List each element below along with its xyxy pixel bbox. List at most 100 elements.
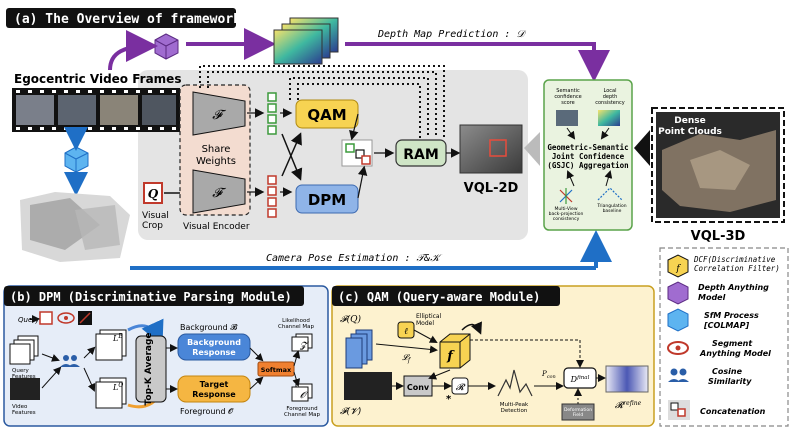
overview-title: (a) The Overview of framework	[14, 12, 241, 27]
ram-label: RAM	[403, 147, 439, 163]
feedback-dotted-lines	[199, 65, 445, 138]
foreground-label: Foreground 𝓞	[180, 407, 234, 416]
background-label: Background 𝓑	[180, 323, 238, 332]
f-label: f	[446, 349, 455, 364]
purple-arrow-in	[108, 30, 158, 71]
vql3d-label: VQL-3D	[691, 229, 746, 244]
vql2d-image	[459, 124, 523, 174]
qf-to-cos	[41, 353, 60, 362]
sparse-point-cloud	[20, 192, 130, 262]
softmax-box	[257, 361, 295, 377]
multipeak-plot	[497, 369, 533, 397]
star-symbol: *	[446, 394, 452, 405]
purple-cube-icon	[154, 33, 179, 60]
legend-label-sfm: SfM Process[COLMAP]	[703, 311, 759, 330]
o-label: 𝓞	[300, 391, 308, 401]
qam-to-concat	[349, 113, 359, 141]
lo-map	[95, 377, 127, 409]
fq-stack	[345, 329, 373, 369]
triangulation-icon	[597, 187, 623, 201]
legend-item-concat: Concatenation	[668, 400, 766, 420]
vql2d-to-gsjc-arrow	[524, 132, 540, 166]
r-label: 𝓡	[456, 383, 466, 393]
dpm-box	[295, 184, 359, 214]
multiview-icon	[559, 188, 573, 204]
blue-cube-icon	[64, 146, 89, 173]
fv-label: 𝓕(𝓥)	[340, 406, 362, 417]
query-features-stack	[9, 335, 39, 365]
gsjc-to-vql3d-arrow	[634, 130, 650, 166]
visual-crop-box	[143, 182, 163, 204]
concat-icon	[341, 139, 373, 167]
encoder-top-trapezoid	[192, 91, 246, 136]
topk-box	[135, 335, 167, 403]
conv-label: Conv	[407, 383, 430, 392]
sem-arrow	[566, 127, 576, 140]
dense-cloud-detail	[690, 150, 750, 190]
mv-arrow	[566, 170, 575, 187]
lb-label: LB	[112, 333, 123, 343]
cos-to-lb	[83, 346, 96, 359]
vql3d-box	[651, 107, 785, 223]
legend-label-concat: Concatenation	[700, 407, 766, 416]
dpm-query-label: Query	[18, 316, 40, 324]
softmax-to-z	[292, 350, 301, 367]
topk-label: Top-K Average	[144, 332, 154, 405]
dpm-title: (b) DPM (Discriminative Parsing Module)	[10, 290, 292, 304]
f-to-dfinal-dashed	[470, 339, 584, 368]
pcon-label: Pcon	[541, 370, 556, 380]
egocentric-label: Egocentric Video Frames	[14, 72, 181, 86]
f-update-arrow	[461, 321, 482, 335]
sam-mask-line	[79, 312, 91, 324]
refine-map	[605, 365, 649, 393]
rrefine-label: 𝓡refine	[615, 400, 642, 411]
feature-column-red	[267, 175, 277, 218]
bg-to-softmax	[249, 347, 264, 362]
vql2d-bbox	[489, 139, 507, 157]
video-frames-strip	[12, 88, 180, 132]
f-to-conv	[428, 369, 451, 380]
dpm-to-concat	[357, 165, 368, 199]
qam-title: (c) QAM (Query-aware Module)	[338, 290, 540, 304]
video-features-grid	[10, 378, 40, 400]
lf-label: 𝓛f	[402, 353, 412, 364]
legend-box	[659, 247, 789, 427]
ell-to-f	[413, 329, 438, 343]
vf-to-cos	[41, 366, 62, 389]
sam-eye-icon	[57, 312, 75, 324]
vql2d-label: VQL-2D	[464, 181, 519, 196]
depth-arrow	[600, 127, 610, 140]
cosine-similarity-icon	[60, 355, 80, 367]
z-label: 𝓩	[299, 341, 309, 351]
fv-grid	[344, 372, 392, 400]
feature-column-green	[267, 92, 277, 135]
visual-encoder-label: Visual Encoder	[183, 222, 250, 232]
dpm-label: DPM	[308, 191, 346, 209]
softmax-label: Softmax	[261, 366, 292, 374]
q-symbol: Q	[148, 187, 159, 201]
qam-label: QAM	[307, 106, 346, 124]
z-map	[291, 333, 313, 352]
overview-title-bg	[6, 8, 236, 28]
lo-label: LO	[112, 382, 123, 392]
encoder-bottom-trapezoid	[192, 169, 246, 214]
dfinal-label: Dfinal	[570, 375, 590, 384]
depth-thumb	[598, 110, 620, 126]
